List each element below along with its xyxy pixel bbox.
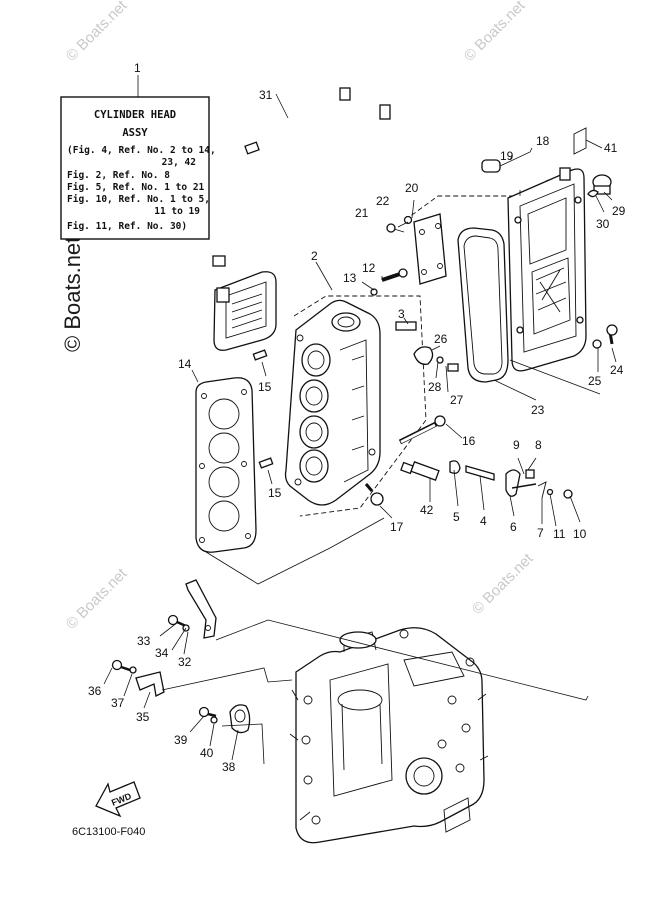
watermark-bottom-left: © Boats.net xyxy=(63,565,131,633)
box-line-4: Fig. 5, Ref. No. 1 to 21 xyxy=(67,182,205,193)
bolt-12-13 xyxy=(370,268,408,296)
box-line-2: 23, 42 xyxy=(162,157,196,168)
plug-29 xyxy=(592,174,612,195)
box-line-7: Fig. 11, Ref. No. 30) xyxy=(67,221,187,232)
leader-lines xyxy=(103,93,617,761)
bolt-17 xyxy=(364,483,384,506)
callout-23: 23 xyxy=(531,403,545,417)
callout-27: 27 xyxy=(450,393,464,407)
dowel-pin-15a xyxy=(252,349,268,361)
callout-39: 39 xyxy=(174,733,188,747)
callout-37: 37 xyxy=(111,696,125,710)
plate-20 xyxy=(413,213,447,285)
thermostat-parts xyxy=(449,460,573,499)
callout-13: 13 xyxy=(343,271,357,285)
callout-10: 10 xyxy=(573,527,587,541)
callout-7: 7 xyxy=(537,526,544,540)
washer-40 xyxy=(210,716,218,724)
o-ring-30 xyxy=(587,189,599,198)
callout-26: 26 xyxy=(434,332,448,346)
callout-21: 21 xyxy=(355,206,369,220)
callout-42: 42 xyxy=(420,503,434,517)
callout-11: 11 xyxy=(553,527,566,541)
cylinder-block xyxy=(289,627,489,844)
callout-41: 41 xyxy=(604,141,618,155)
reference-box: 1 CYLINDER HEAD ASSY (Fig. 4, Ref. No. 2… xyxy=(60,61,216,240)
washer-37 xyxy=(129,666,137,674)
box-line-3: Fig. 2, Ref. No. 8 xyxy=(67,170,170,181)
callout-5: 5 xyxy=(453,510,460,524)
callout-34: 34 xyxy=(155,646,169,660)
watermark-side: © Boats.net xyxy=(60,237,85,352)
callout-36: 36 xyxy=(88,684,102,698)
washer-22 xyxy=(403,215,413,225)
callout-1: 1 xyxy=(134,61,141,75)
callout-14: 14 xyxy=(178,357,192,371)
cover-gasket xyxy=(457,227,509,383)
watermark-top-left: © Boats.net xyxy=(63,0,131,65)
callout-33: 33 xyxy=(137,634,151,648)
bolts-24-25 xyxy=(592,324,618,349)
part-3 xyxy=(395,321,417,331)
box-line-5: Fig. 10, Ref. No. 1 to 5, xyxy=(67,194,210,205)
head-gasket xyxy=(195,377,257,553)
bolt-36 xyxy=(111,659,131,672)
callout-4: 4 xyxy=(480,514,487,528)
callout-35: 35 xyxy=(136,710,150,724)
callout-29: 29 xyxy=(612,204,626,218)
fwd-arrow: FWD xyxy=(95,781,141,818)
callout-17: 17 xyxy=(390,520,404,534)
callout-32: 32 xyxy=(178,655,192,669)
callout-31: 31 xyxy=(259,88,273,102)
box-title-line1: CYLINDER HEAD xyxy=(94,109,176,121)
gasket-38 xyxy=(229,704,251,734)
bolt-21 xyxy=(386,223,405,233)
callout-25: 25 xyxy=(588,374,602,388)
assembly-lines xyxy=(161,190,601,765)
callout-12: 12 xyxy=(362,261,376,275)
callout-22: 22 xyxy=(376,194,390,208)
callout-19: 19 xyxy=(500,149,514,163)
callout-8: 8 xyxy=(535,438,542,452)
bolt-33 xyxy=(167,614,187,628)
callout-38: 38 xyxy=(222,760,236,774)
spark-plug-42 xyxy=(400,461,440,481)
callout-16: 16 xyxy=(462,434,476,448)
silencer xyxy=(213,271,277,351)
callout-9: 9 xyxy=(513,438,520,452)
box-line-1: (Fig. 4, Ref. No. 2 to 14, xyxy=(67,145,216,156)
callout-3: 3 xyxy=(398,307,405,321)
dowel-pin-15b xyxy=(258,457,274,469)
bolt-16 xyxy=(398,415,446,445)
callout-15b: 15 xyxy=(268,486,282,500)
watermark-top-right: © Boats.net xyxy=(461,0,529,65)
callout-28: 28 xyxy=(428,380,442,394)
grommet-19 xyxy=(481,159,501,173)
bracket-35 xyxy=(135,671,165,697)
box-line-6: 11 to 19 xyxy=(154,206,200,217)
part-26-28-27 xyxy=(413,346,459,372)
callout-30: 30 xyxy=(596,217,610,231)
box-title-line2: ASSY xyxy=(122,127,148,139)
callout-18: 18 xyxy=(536,134,550,148)
tag-41 xyxy=(573,127,587,155)
diagram-code: 6C13100-F040 xyxy=(72,826,145,838)
callout-15a: 15 xyxy=(258,380,272,394)
callout-labels: 2 3 4 5 6 7 8 9 10 11 12 13 14 15 15 16 … xyxy=(88,88,626,774)
callout-40: 40 xyxy=(200,746,214,760)
bolt-39 xyxy=(198,706,217,718)
cylinder-head xyxy=(284,295,427,517)
callout-20: 20 xyxy=(405,181,419,195)
bracket-32 xyxy=(185,579,217,639)
callout-24: 24 xyxy=(610,363,624,377)
callout-6: 6 xyxy=(510,520,517,534)
breather-hose xyxy=(212,85,391,267)
head-cover xyxy=(404,167,587,372)
callout-2: 2 xyxy=(311,249,318,263)
watermark-bottom-right: © Boats.net xyxy=(469,550,537,618)
